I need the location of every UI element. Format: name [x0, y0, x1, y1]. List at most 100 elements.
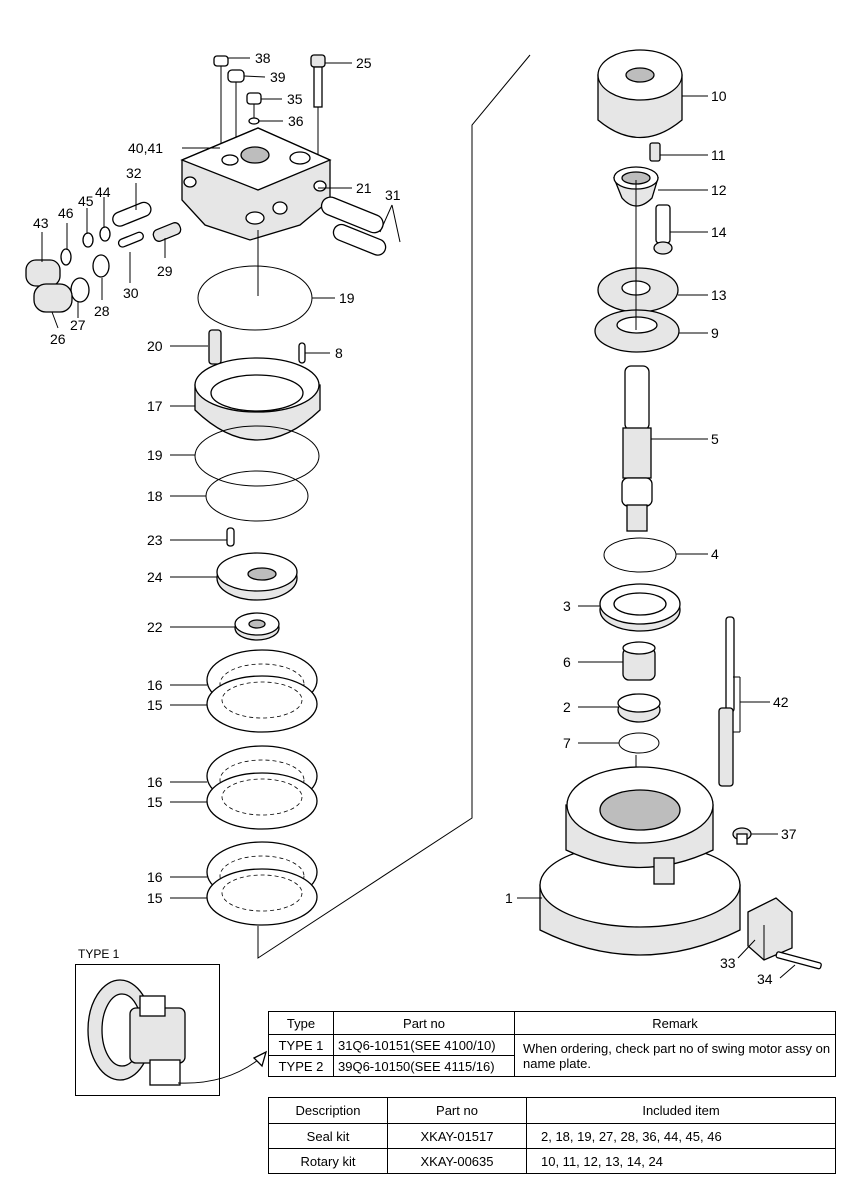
callout-labels: 38 39 35 36 25 40,41 21 32 44 45 46 43 3…	[33, 50, 797, 987]
table-header-row: Description Part no Included item	[268, 1097, 836, 1124]
bearing-3	[599, 583, 681, 632]
remark-cell: When ordering, check part no of swing mo…	[514, 1034, 836, 1077]
callout-16-b: 16	[147, 774, 163, 790]
callout-4: 4	[711, 546, 719, 562]
callout-20: 20	[147, 338, 163, 354]
bushing-6	[622, 641, 656, 681]
callout-31: 31	[385, 187, 401, 203]
part-no-cell: XKAY-01517	[387, 1123, 527, 1149]
callout-39: 39	[270, 69, 286, 85]
included-cell: 10, 11, 12, 13, 14, 24	[526, 1148, 836, 1174]
snap-ring-7	[618, 732, 660, 754]
bearing-22	[234, 612, 280, 641]
callout-16-a: 16	[147, 677, 163, 693]
callout-44: 44	[95, 184, 111, 200]
plate-24-pin-23	[216, 527, 298, 601]
leader-lines	[41, 57, 796, 979]
callout-22: 22	[147, 619, 163, 635]
callout-11: 11	[711, 147, 726, 163]
callout-16-c: 16	[147, 869, 163, 885]
type-part-table: Type Part no Remark TYPE 1 31Q6-10151(SE…	[268, 1011, 836, 1077]
callout-19-top: 19	[339, 290, 355, 306]
casing-1	[539, 766, 741, 956]
friction-plate-set-1	[206, 649, 318, 733]
callout-15-b: 15	[147, 794, 163, 810]
included-cell: 2, 18, 19, 27, 28, 36, 44, 45, 46	[526, 1123, 836, 1149]
seal-2	[617, 693, 661, 723]
callout-43: 43	[33, 215, 49, 231]
header-description: Description	[268, 1097, 388, 1124]
callout-12: 12	[711, 182, 727, 198]
callout-9: 9	[711, 325, 719, 341]
table-row: Seal kit XKAY-01517 2, 18, 19, 27, 28, 3…	[268, 1123, 836, 1149]
friction-plate-set-3	[206, 841, 318, 926]
description-cell: Rotary kit	[268, 1148, 388, 1174]
part-no-cell: 39Q6-10150(SEE 4115/16)	[333, 1055, 515, 1077]
level-gauge-42	[718, 616, 735, 787]
callout-28: 28	[94, 303, 110, 319]
header-remark: Remark	[514, 1011, 836, 1035]
drive-shaft-5	[621, 365, 653, 532]
plug-37	[732, 827, 752, 845]
callout-6: 6	[563, 654, 571, 670]
spring-11	[649, 142, 661, 162]
retainer-plate-13	[597, 267, 679, 313]
snap-ring-4	[603, 537, 677, 573]
callout-27: 27	[70, 317, 86, 333]
table-row: TYPE 2 39Q6-10150(SEE 4115/16)	[268, 1055, 836, 1077]
header-part-no: Part no	[333, 1011, 515, 1035]
piston-14	[653, 204, 673, 255]
part-no-cell: XKAY-00635	[387, 1148, 527, 1174]
header-included-item: Included item	[526, 1097, 836, 1124]
header-type: Type	[268, 1011, 334, 1035]
kit-table: Description Part no Included item Seal k…	[268, 1097, 836, 1174]
type-cell: TYPE 1	[268, 1034, 334, 1056]
callout-30: 30	[123, 285, 139, 301]
header-part-no: Part no	[387, 1097, 527, 1124]
callout-13: 13	[711, 287, 727, 303]
callout-15-c: 15	[147, 890, 163, 906]
callout-15-a: 15	[147, 697, 163, 713]
callout-38: 38	[255, 50, 271, 66]
housing-ring-17	[194, 357, 321, 441]
shoe-plate-9	[594, 309, 680, 353]
callout-14: 14	[711, 224, 727, 240]
callout-45: 45	[78, 193, 94, 209]
callout-32: 32	[126, 165, 142, 181]
callout-23: 23	[147, 532, 163, 548]
callout-33: 33	[720, 955, 736, 971]
callout-2: 2	[563, 699, 571, 715]
description-cell: Seal kit	[268, 1123, 388, 1149]
type-cell: TYPE 2	[268, 1055, 334, 1077]
callout-17: 17	[147, 398, 163, 414]
friction-plate-set-2	[206, 745, 318, 830]
callout-37: 37	[781, 826, 797, 842]
callout-3: 3	[563, 598, 571, 614]
callout-26: 26	[50, 331, 66, 347]
callout-21: 21	[356, 180, 372, 196]
type1-motor-picture	[87, 979, 268, 1086]
callout-10: 10	[711, 88, 727, 104]
callout-1: 1	[505, 890, 513, 906]
cylinder-block-10	[597, 49, 683, 139]
table-header-row: Type Part no Remark	[268, 1011, 836, 1035]
callout-34: 34	[757, 971, 773, 987]
part-no-cell: 31Q6-10151(SEE 4100/10)	[333, 1034, 515, 1056]
callout-5: 5	[711, 431, 719, 447]
callout-18: 18	[147, 488, 163, 504]
callout-19-mid: 19	[147, 447, 163, 463]
callout-42: 42	[773, 694, 789, 710]
callout-40-41: 40,41	[128, 140, 163, 156]
callout-24: 24	[147, 569, 163, 585]
valve-cover-assembly	[25, 54, 387, 313]
type1-inset-label: TYPE 1	[78, 947, 120, 961]
callout-35: 35	[287, 91, 303, 107]
callout-25: 25	[356, 55, 372, 71]
relief-block-33	[747, 897, 822, 970]
callout-7: 7	[563, 735, 571, 751]
callout-46: 46	[58, 205, 74, 221]
callout-8: 8	[335, 345, 343, 361]
o-ring-19-top	[197, 265, 313, 331]
callout-29: 29	[157, 263, 173, 279]
